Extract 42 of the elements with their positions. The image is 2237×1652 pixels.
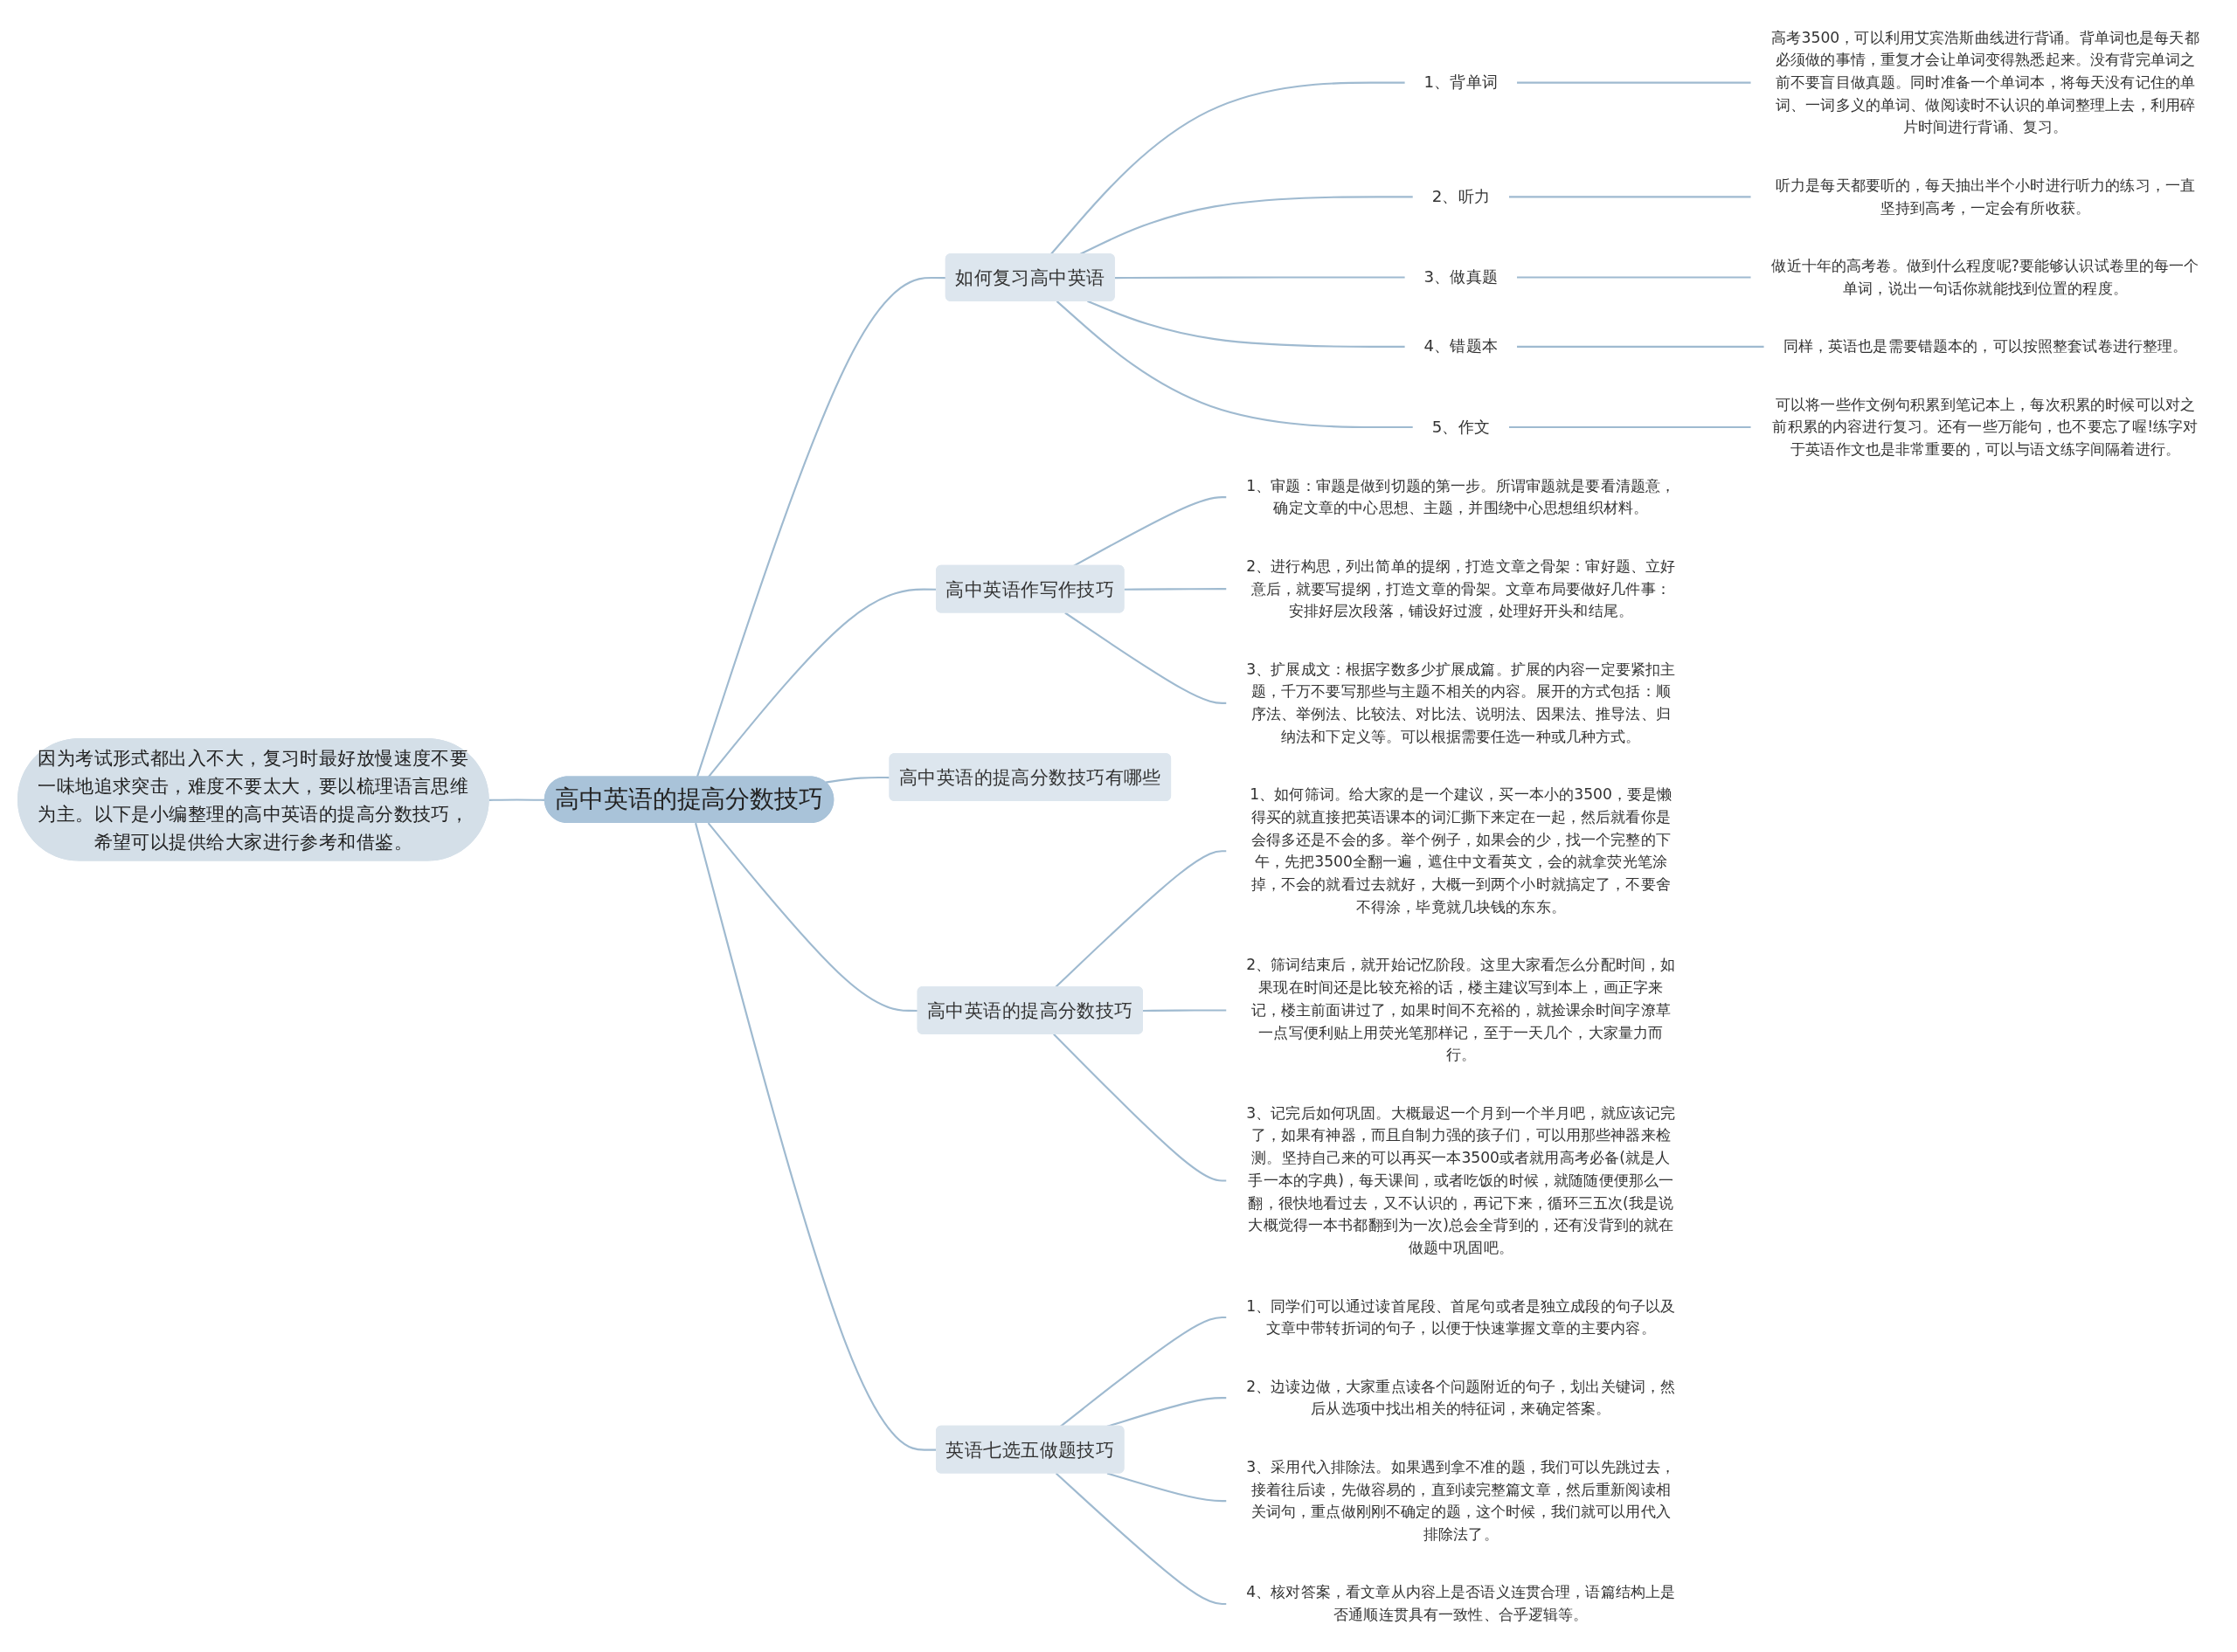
node-text: 2、筛词结束后，就开始记忆阶段。这里大家看怎么分配时间，如果现在时间还是比较充裕的话，楼主建议写到本上，画正字来记，楼主前面讲过了，如果时间不充裕的，就捡课余时间字潦草一点写便利贴上用荧光笔那样记，至于一天几个，大家量力而行。 bbox=[1246, 955, 1676, 1064]
connector bbox=[694, 822, 937, 1451]
connector bbox=[1516, 81, 1751, 84]
node-text: 4、错题本 bbox=[1423, 335, 1498, 356]
connector bbox=[696, 276, 946, 778]
node-text: 高考3500，可以利用艾宾浩斯曲线进行背诵。背单词也是每天都必须做的事情，重复才会让单词变得熟悉起来。没有背完单词之前不要盲目做真题。同时准备一个单词本，将每天没有记住的单词、一词多义的单词、做阅读时不认识的单词整理上去，利用碎片时间进行背诵、复习。 bbox=[1770, 27, 2199, 136]
connector bbox=[1142, 1008, 1227, 1012]
node-text: 2、进行构思，列出简单的提纲，打造文章之骨架：审好题、立好意后，就要写提纲，打造文章的骨架。文章布局要做好几件事：安排好层次段落，铺设好过渡，处理好开头和结尾。 bbox=[1246, 556, 1676, 620]
connector bbox=[1508, 195, 1751, 197]
node-text: 1、同学们可以通过读首尾段、首尾句或者是独立成段的句子以及文章中带转折词的句子，以便于快速掌握文章的主要内容。 bbox=[1246, 1296, 1676, 1337]
connector bbox=[1049, 81, 1405, 255]
node-text: 听力是每天都要听的，每天抽出半个小时进行听力的练习，一直坚持到高考，一定会有所收获。 bbox=[1775, 176, 2195, 217]
node-text: 3、扩展成文：根据字数多少扩展成篇。扩展的内容一定要紧扣主题，千万不要写那些与主题不相关的内容。展开的方式包括：顺序法、举例法、比较法、对比法、说明法、因果法、推导法、归纳法和下定义等。可以根据需要任选一种或几种方式。 bbox=[1246, 660, 1676, 745]
connector bbox=[1106, 1471, 1227, 1502]
node-text: 做近十年的高考卷。做到什么程度呢?要能够认识试卷里的每一个单词，说出一句话你就能找到位置的程度。 bbox=[1771, 256, 2199, 297]
node-text: 5、作文 bbox=[1431, 416, 1490, 436]
node-text: 4、核对答案，看文章从内容上是否语义连贯合理，语篇结构上是否通顺连贯具有一致性、合乎逻辑等。 bbox=[1246, 1582, 1676, 1623]
connector bbox=[1516, 275, 1751, 279]
node-text: 1、如何筛词。给大家的是一个建议，买一本小的3500，要是懒得买的就直接把英语课本的词汇撕下来定在一起，然后就看你是会得多还是不会的多。举个例子，如果会的少，找一个完整的下午，先把3500全翻一遍，遮住中文看英文，会的就拿荧光笔涂掉，不会的就看过去就好，大概一到两个小时就搞定了，不要舍不得涂，毕竟就几块钱的东东。 bbox=[1249, 785, 1673, 916]
connector bbox=[1055, 1472, 1227, 1605]
connector bbox=[1052, 1033, 1227, 1182]
connector bbox=[1508, 425, 1751, 428]
connector bbox=[1059, 1316, 1227, 1427]
connector bbox=[707, 588, 937, 778]
connector bbox=[1054, 849, 1227, 988]
node-text: 1、背单词 bbox=[1423, 72, 1498, 92]
connector bbox=[1516, 345, 1764, 348]
connector bbox=[488, 798, 545, 801]
connector bbox=[1086, 300, 1405, 348]
node-text: 1、审题：审题是做到切题的第一步。所谓审题就是要看清题意，确定文章的中心思想、主题，并围绕中心思想组织材料。 bbox=[1246, 476, 1676, 517]
node-text: 可以将一些作文例句积累到笔记本上，每次积累的时候可以对之前积累的内容进行复习。还有一些万能句，也不要忘了喔!练字对于英语作文也是非常重要的，可以与语文练字间隔着进行。 bbox=[1772, 395, 2199, 458]
node-text: 3、做真题 bbox=[1423, 266, 1498, 286]
connector bbox=[1124, 587, 1227, 591]
connector bbox=[1114, 275, 1405, 279]
node-text: 3、记完后如何巩固。大概最迟一个月到一个半月吧，就应该记完了，如果有神器，而且自制力强的孩子们，可以用那些神器来检测。坚持自己来的可以再买一本3500或者就用高考必备(就是人手一本的字典)，每天课间，或者吃饭的时候，就随随便便那么一翻，很快地看过去，又不认识的，再记下来，循环三五次(我是说大概觉得一本书都翻到为一次)总会全背到的，还有没背到的就在做题中巩固吧。 bbox=[1246, 1103, 1676, 1256]
node-text: 同样，英语也是需要错题本的，可以按照整套试卷进行整理。 bbox=[1783, 336, 2188, 355]
connector bbox=[1056, 300, 1413, 428]
connector bbox=[1064, 612, 1227, 704]
node-text: 3、采用代入排除法。如果遇到拿不准的题，我们可以先跳过去，接着往后读，先做容易的，直到读完整篇文章，然后重新阅读相关词句，重点做刚刚不确定的题，这个时候，我们就可以用代入排除法了。 bbox=[1246, 1457, 1676, 1543]
node-text: 2、边读边做，大家重点读各个问题附近的句子，划出关键词，然后从选项中找出相关的特征词，来确定答案。 bbox=[1246, 1377, 1676, 1418]
mind-map: 高中英语的提高分数技巧 因为考试形式都出入不大，复习时最好放慢速度不要一味地追求突击，难度不要太大，要以梳理语言思维为主。以下是小编整理的高中英语的提高分数技巧，希望可以提供给大家进行参考和借鉴。 如何复习高中英语 1、背单词 高考3500，可以利用艾宾浩斯曲线进行背诵。背单词也是每天都必须做的事情，重复才会让单词变得熟悉起来。没有背完单词之前不要盲目做真题。同时准备一个单词本，将每天没有记住的单词、一词多义的单词、做阅读时不认识的单词整理上去，利用碎片时间进行背诵、复习。 2、听力 听力是每天都要听的，每天抽出半个小时进行听力的练习，一直坚持到高考，一定会有所收获。 3、做真题 做近十年的高考卷。做到什么程度呢?要能够认识试卷里的每一个单词，说出一句话你就能找到位置的程度。 4、错题本 同样，英语也是需要错题本的，可以按照整套试卷进行整理。 5、作文 可以将一些作文例句积累到笔记本上，每次积累的时候可以对之前积累的内容进行复习。还有一些万能句，也不要忘了喔!练字对于英语作文也是非常重要的，可以与语文练字间隔着进行。 高中英语作写作技巧 1、审题：审题是做到切题的第一步。所谓审题就是要看清题意，确定文章的中心思想、主题，并围绕中心思想组织材料。 2、进行构思，列出简单的提纲，打造文章之骨架：审好题、立好意后，就要写提纲，打造文章的骨架。文章布局要做好几件事：安排好层次段落，铺设好过渡，处理好开头和结尾。 3、扩展成文：根据字数多少扩展成篇。扩展的内容一定要紧扣主题，千万不要写那些与主题不相关的内容。展开的方式包括：顺序法、举例法、比较法、对比法、说明法、因果法、推导法、归纳法和下定义等。可以根据需要任选一种或几种方式。 高中英语的提高分数技巧有哪些 高中英语的提高分数技巧 1、如何筛词。给大家的是一个建议，买一本小的3500，要是懒得买的就直接把英语课本的词汇撕下来定在一起，然后就看你是会得多还是不会的多。举个例子，如果会的少，找一个完整的下午，先把3500全翻一遍，遮住中文看英文，会的就拿荧光笔涂掉，不会的就看过去就好，大概一到两个小时就搞定了，不要舍不得涂，毕竟就几块钱的东东。 2、筛词结束后，就开始记忆阶段。这里大家看怎么分配时间，如果现在时间还是比较充裕的话，楼主建议写到本上，画正字来记，楼主前面讲过了，如果时间不充裕的，就捡课余时间字潦草一点写便利贴上用荧光笔那样记，至于一天几个，大家量力而行。 3、记完后如何巩固。大概最迟一个月到一个半月吧，就应该记完了，如果有神器，而且自制力强的孩子们，可以用那些神器来检测。坚持自己来的可以再买一本3500或者就用高考必备(就是人手一本的字典)，每天课间，或者吃饭的时候，就随随便便那么一翻，很快地看过去，又不认识的，再记下来，循环三五次(我是说大概觉得一本书都翻到为一次)总会全背到的，还有没背到的就在做题中巩固吧。 英语七选五做题技巧 1、同学们可以通过读首尾段、首尾句或者是独立成段的句子以及文章中带转折词的句子，以便于快速掌握文章的主要内容。 2、边读边做，大家重点读各个问题附近的句子，划出关键词，然后从选项中找出相关的特征词，来确定答案。 3、采用代入排除法。如果遇到拿不准的题，我们可以先跳过去，接着往后读，先做容易的，直到读完整篇文章，然后重新阅读相关词句，重点做刚刚不确定的题，这个时候，我们就可以用代入排除法了。 4、核对答案，看文章从内容上是否语义连贯合理，语篇结构上是否通顺连贯具有一致性、合乎逻辑等。 bbox=[10, 9, 2227, 1643]
node-text: 2、听力 bbox=[1431, 186, 1490, 205]
